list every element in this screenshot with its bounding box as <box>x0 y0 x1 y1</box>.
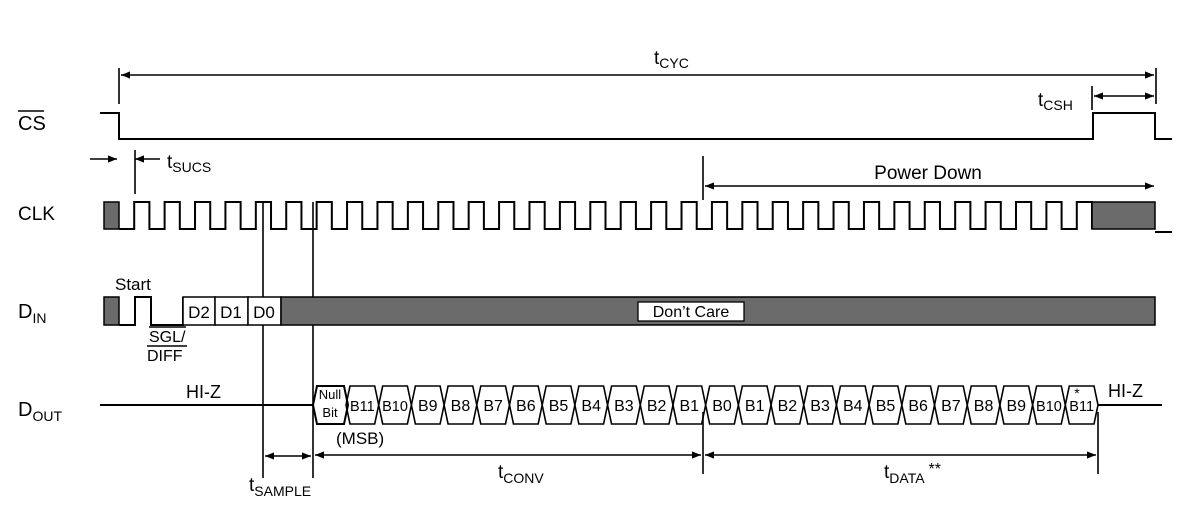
hiz-left-label: HI-Z <box>186 382 221 402</box>
dout-bit-label: B2 <box>778 398 798 415</box>
din-data-bits: D2 D1 D0 <box>182 296 282 326</box>
dout-bit-label: B1 <box>745 398 765 415</box>
dout-bit-label: B1 <box>680 398 700 415</box>
din-start-waveform <box>119 296 184 326</box>
din-bit-d1: D1 <box>220 303 242 322</box>
din-signal-label: DIN <box>18 301 46 326</box>
dout-bit-label: B4 <box>581 398 601 415</box>
dout-bit-label: B3 <box>614 398 634 415</box>
tcsh-label: tCSH <box>1038 90 1073 113</box>
dout-bit-label: B7 <box>483 398 503 415</box>
cs-signal-label: CS <box>18 113 46 135</box>
tconv-label: tCONV <box>498 462 544 486</box>
tconv-dimension: tCONV <box>315 412 704 486</box>
dout-bit-label: B0 <box>712 398 732 415</box>
din-idle-left <box>103 296 120 326</box>
tcsh-dimension: tCSH <box>1038 86 1154 113</box>
dout-bit-label: B4 <box>843 398 863 415</box>
dout-bit-label: B11 <box>350 399 375 415</box>
dout-signal-label: DOUT <box>18 399 62 424</box>
dout-bit-label: B2 <box>647 398 667 415</box>
dout-bit-label: B8 <box>451 398 471 415</box>
tsample-label: tSAMPLE <box>249 475 311 499</box>
tsample-dimension: tSAMPLE <box>249 452 311 499</box>
tcyc-dimension: tCYC <box>118 48 1157 104</box>
msb-label: (MSB) <box>336 429 384 448</box>
bit-label: Bit <box>322 405 338 420</box>
dont-care-label: Don’t Care <box>653 304 730 321</box>
tsucs-label: tSUCS <box>167 152 211 175</box>
null-bit-waveform <box>311 385 350 425</box>
clk-idle-right <box>1091 201 1156 230</box>
lsb-asterisk: * <box>1074 385 1080 401</box>
dout-bit-label: B7 <box>941 398 961 415</box>
dont-care-box <box>637 301 745 322</box>
hiz-right-label: HI-Z <box>1108 381 1143 401</box>
tdata-label: tDATA** <box>884 461 941 486</box>
tdata-dimension: tDATA** <box>705 412 1099 486</box>
dout-bit-label: B6 <box>516 398 536 415</box>
null-label: Null <box>319 387 342 402</box>
dout-bit-cells: B11 B10 B9 B8 B7 B6 B5 B4 B3 B2 B1 B0 B1 B2 B3 B4 B5 B6 B7… <box>345 385 1099 425</box>
tcyc-label: tCYC <box>654 48 689 71</box>
dout-bit-label: B9 <box>1006 398 1026 415</box>
dout-bit-label: B11 <box>1069 399 1094 415</box>
dout-bit-label: B5 <box>549 398 569 415</box>
dout-bit-label: B10 <box>382 399 408 415</box>
power-down-label: Power Down <box>874 163 982 184</box>
din-bit-d0: D0 <box>253 303 275 322</box>
dout-bit-label: B8 <box>974 398 994 415</box>
sgl-label: SGL/ <box>149 329 186 346</box>
dout-bit-label: B5 <box>876 398 896 415</box>
clk-signal-label: CLK <box>18 204 55 225</box>
clk-waveform <box>119 201 1093 230</box>
din-bit-d2: D2 <box>188 303 210 322</box>
dout-bit-label: B3 <box>810 398 830 415</box>
diff-label: DIFF <box>147 348 183 365</box>
cs-waveform <box>100 112 1172 140</box>
dout-bit-label: B9 <box>418 398 438 415</box>
clk-idle-left <box>103 201 120 230</box>
power-down-dimension: Power Down <box>702 156 1154 200</box>
dout-bit-label: B6 <box>908 398 928 415</box>
start-bit-label: Start <box>115 275 151 294</box>
tsucs-dimension: tSUCS <box>90 150 211 194</box>
dout-bit-label: B10 <box>1036 399 1062 415</box>
